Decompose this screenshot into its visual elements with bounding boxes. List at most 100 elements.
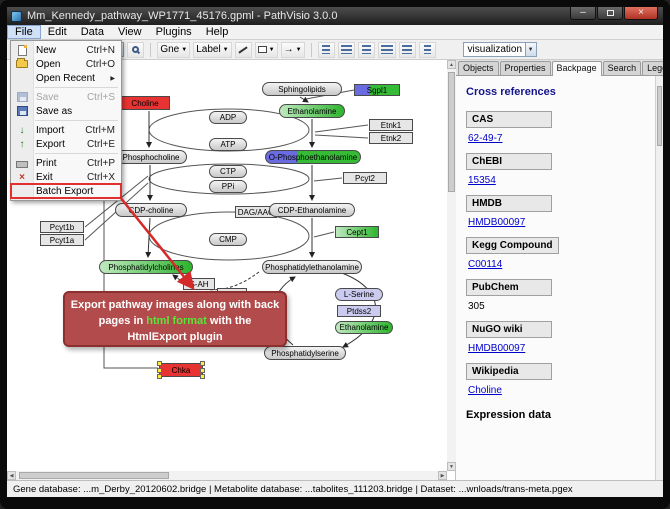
- scroll-left-icon[interactable]: ◀: [7, 471, 16, 480]
- shape-tool-button[interactable]: ▼: [254, 41, 278, 58]
- scroll-right-icon[interactable]: ▶: [438, 471, 447, 480]
- menu-item-save-as[interactable]: Save as: [11, 104, 121, 118]
- node-atp[interactable]: ATP: [209, 138, 247, 151]
- menu-view[interactable]: View: [117, 26, 142, 38]
- visualization-combobox[interactable]: visualization ▼: [462, 42, 537, 57]
- node-pcyt2[interactable]: Pcyt2: [343, 172, 387, 184]
- node-cdp-ethanolamine[interactable]: CDP-Ethanolamine: [269, 203, 355, 217]
- open-folder-icon: [16, 58, 28, 68]
- tab-backpage[interactable]: Backpage: [551, 61, 602, 76]
- align-right-button[interactable]: [357, 41, 375, 58]
- menu-plugins[interactable]: Plugins: [155, 26, 192, 38]
- node-choline-top[interactable]: Choline: [120, 96, 170, 110]
- side-panel: Objects Properties Backpage Search Legen…: [456, 60, 663, 480]
- node-phosphatidylethanolamine[interactable]: Phosphatidylethanolamine: [262, 260, 362, 274]
- menu-item-open[interactable]: Open Ctrl+O: [11, 57, 121, 71]
- same-width-button[interactable]: [398, 41, 416, 58]
- chevron-down-icon: ▼: [268, 46, 275, 53]
- node-adp[interactable]: ADP: [209, 111, 247, 124]
- menu-item-batch-export[interactable]: Batch Export: [10, 183, 122, 199]
- node-sgpl1[interactable]: Sgpl1: [354, 84, 400, 96]
- new-file-icon: [17, 44, 27, 56]
- tab-search[interactable]: Search: [602, 61, 642, 75]
- menu-item-import[interactable]: ↓ Import Ctrl+M: [11, 123, 121, 137]
- tab-objects[interactable]: Objects: [458, 61, 499, 75]
- selection-handle[interactable]: [200, 368, 205, 373]
- visualization-value: visualization: [467, 44, 523, 55]
- submenu-arrow-icon: ▶: [110, 75, 115, 82]
- xref-link[interactable]: HMDB00097: [468, 343, 526, 354]
- scroll-up-icon[interactable]: ▲: [447, 60, 456, 69]
- menu-item-exit[interactable]: × Exit Ctrl+X: [11, 170, 121, 184]
- node-pcyt1b[interactable]: Pcyt1b: [40, 221, 84, 233]
- xref-link[interactable]: 62-49-7: [468, 133, 503, 144]
- xref-link[interactable]: Choline: [468, 385, 502, 396]
- xref-link[interactable]: HMDB00097: [468, 217, 526, 228]
- menu-file[interactable]: File: [7, 25, 41, 39]
- node-cdp-choline[interactable]: CDP-choline: [115, 203, 187, 217]
- scrollbar-thumb[interactable]: [448, 72, 455, 192]
- node-sah[interactable]: S-AH: [183, 278, 215, 290]
- exit-icon: ×: [19, 171, 25, 183]
- line-tool-button[interactable]: [234, 41, 252, 58]
- tab-legend[interactable]: Legend: [642, 61, 663, 75]
- menu-item-new[interactable]: New Ctrl+N: [11, 43, 121, 57]
- node-phosphatidylcholines[interactable]: Phosphatidylcholines: [99, 260, 193, 274]
- title-bar[interactable]: Mm_Kennedy_pathway_WP1771_45176.gpml - P…: [7, 7, 663, 25]
- node-l-serine[interactable]: L-Serine: [335, 288, 383, 301]
- align-left-button[interactable]: [317, 41, 335, 58]
- label-tool-button[interactable]: Label ▼: [193, 41, 232, 58]
- horizontal-scrollbar[interactable]: ◀ ▶: [7, 471, 447, 480]
- node-etnk1[interactable]: Etnk1: [369, 119, 413, 131]
- node-phosphocholine[interactable]: Phosphocholine: [115, 150, 187, 164]
- xref-section-nugo: NuGO wiki HMDB00097: [466, 312, 655, 354]
- sidebar-scrollbar[interactable]: [655, 76, 663, 480]
- vertical-scrollbar[interactable]: ▲ ▼: [447, 60, 456, 471]
- menu-data[interactable]: Data: [80, 26, 104, 38]
- node-etnk2[interactable]: Etnk2: [369, 132, 413, 144]
- same-height-button[interactable]: [418, 41, 436, 58]
- node-ctp[interactable]: CTP: [209, 165, 247, 178]
- menu-item-print[interactable]: Print Ctrl+P: [11, 156, 121, 170]
- align-top-button[interactable]: [377, 41, 396, 58]
- node-ppi[interactable]: PPi: [209, 180, 247, 193]
- menu-help[interactable]: Help: [205, 26, 229, 38]
- same-width-icon: [402, 45, 413, 54]
- node-ethanolamine-top[interactable]: Ethanolamine: [279, 104, 345, 118]
- selection-handle[interactable]: [157, 368, 162, 373]
- menu-item-label: Exit: [36, 171, 53, 183]
- minimize-button[interactable]: –: [570, 7, 596, 20]
- node-pcyt1a[interactable]: Pcyt1a: [40, 234, 84, 246]
- zoom-to-fit-button[interactable]: [127, 41, 145, 58]
- tab-properties[interactable]: Properties: [499, 61, 551, 75]
- xref-source-header: ChEBI: [466, 153, 552, 170]
- selection-handle[interactable]: [157, 374, 162, 379]
- connector-tool-button[interactable]: → ▼: [280, 41, 305, 58]
- selection-handle[interactable]: [200, 374, 205, 379]
- node-phosphatidylserine[interactable]: Phosphatidylserine: [264, 346, 346, 360]
- xref-link[interactable]: C00114: [468, 259, 503, 270]
- menu-edit[interactable]: Edit: [47, 26, 67, 38]
- gene-datanode-button[interactable]: Gne ▼: [157, 41, 191, 58]
- align-center-button[interactable]: [337, 41, 355, 58]
- node-sphingolipids[interactable]: Sphingolipids: [262, 82, 342, 96]
- scroll-down-icon[interactable]: ▼: [447, 462, 456, 471]
- xref-link[interactable]: 15354: [468, 175, 496, 186]
- menu-item-shortcut: Ctrl+S: [86, 91, 115, 103]
- menu-item-open-recent[interactable]: Open Recent ▶: [11, 71, 121, 85]
- menu-item-export[interactable]: ↑ Export Ctrl+E: [11, 137, 121, 151]
- close-button[interactable]: ×: [624, 7, 658, 20]
- node-ptdss2[interactable]: Ptdss2: [337, 305, 381, 317]
- selection-handle[interactable]: [157, 361, 162, 366]
- maximize-button[interactable]: [597, 7, 623, 20]
- node-o-phosphoethanolamine[interactable]: O-Phosphoethanolamine: [265, 150, 361, 164]
- node-ethanolamine-bottom[interactable]: Ethanolamine: [335, 321, 393, 334]
- node-cmp[interactable]: CMP: [209, 233, 247, 246]
- xref-source-header: CAS: [466, 111, 552, 128]
- scrollbar-thumb[interactable]: [657, 86, 662, 146]
- node-chka-selected[interactable]: Chka: [157, 361, 205, 379]
- scrollbar-thumb[interactable]: [19, 472, 169, 479]
- selection-handle[interactable]: [200, 361, 205, 366]
- node-cept1[interactable]: Cept1: [335, 226, 379, 238]
- import-icon: ↓: [19, 124, 25, 136]
